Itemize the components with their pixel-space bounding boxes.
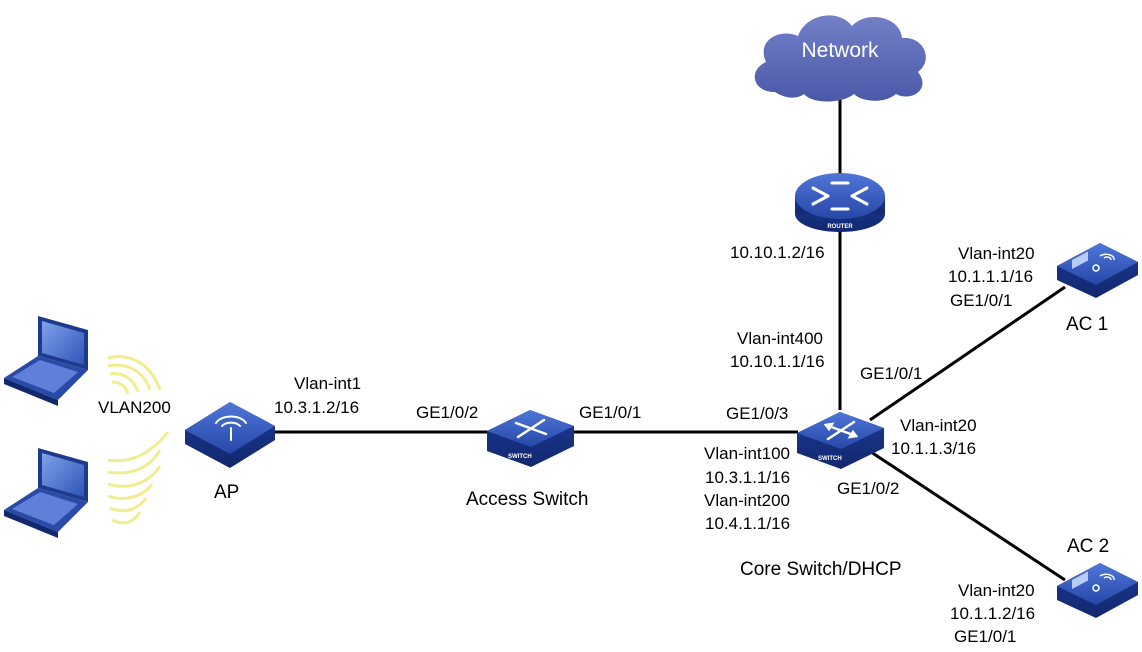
ap-vlan-label: Vlan-int1 (294, 374, 361, 393)
access-switch: SWITCH (487, 410, 574, 467)
ac1-name: AC 1 (1066, 314, 1108, 335)
ac2-ip-label: 10.1.1.2/16 (950, 604, 1035, 623)
access-switch-name: Access Switch (466, 489, 588, 510)
core-port-access-label: GE1/0/3 (726, 404, 788, 423)
ac2-controller (1057, 563, 1138, 618)
router-tag: ROUTER (827, 224, 853, 230)
client-vlan-label: VLAN200 (98, 398, 171, 417)
laptop-icon (4, 448, 88, 538)
ap-ip-label: 10.3.1.2/16 (274, 398, 359, 417)
core-port-ac1-label: GE1/0/1 (860, 364, 922, 383)
ac1-vlan-label: Vlan-int20 (958, 244, 1035, 263)
core-switch-name: Core Switch/DHCP (740, 559, 902, 580)
router-icon: ROUTER (795, 173, 885, 232)
link-core-ac2 (867, 448, 1066, 582)
access-controller-icon (1057, 243, 1138, 298)
cloud-label: Network (801, 39, 879, 62)
access-switch-tag: SWITCH (508, 454, 532, 460)
core-switch-tag: SWITCH (818, 456, 842, 462)
core-ip200-label: 10.4.1.1/16 (705, 514, 790, 533)
ac2-vlan-label: Vlan-int20 (958, 581, 1035, 600)
switch-icon: SWITCH (797, 412, 884, 469)
access-port-core-label: GE1/0/1 (579, 403, 641, 422)
ac1-controller (1057, 243, 1138, 298)
router: ROUTER (795, 173, 885, 232)
router-ip-label: 10.10.1.2/16 (730, 243, 825, 262)
core-port-ac2-label: GE1/0/2 (837, 479, 899, 498)
ap-name: AP (214, 482, 239, 503)
access-controller-icon (1057, 563, 1138, 618)
network-cloud: Network (754, 15, 926, 102)
laptop-icon (4, 316, 88, 406)
ac1-port-label: GE1/0/1 (950, 291, 1012, 310)
core-vlan200-label: Vlan-int200 (704, 491, 790, 510)
core-vlan400-label: Vlan-int400 (737, 329, 823, 348)
laptop-top (4, 316, 88, 406)
ac1-ip-label: 10.1.1.1/16 (948, 267, 1033, 286)
link-core-ac1 (869, 285, 1066, 422)
ac2-name: AC 2 (1067, 536, 1109, 557)
access-point-icon (185, 402, 275, 468)
links (275, 95, 1066, 582)
core-ip100-label: 10.3.1.1/16 (705, 468, 790, 487)
cloud-icon (754, 15, 926, 102)
core-vlan100-label: Vlan-int100 (704, 444, 790, 463)
laptop-bottom (4, 448, 88, 538)
core-switch: SWITCH (797, 412, 884, 469)
wireless-signal-icon (107, 355, 170, 525)
ac2-port-label: GE1/0/1 (954, 627, 1016, 646)
switch-icon: SWITCH (487, 410, 574, 467)
core-ip400-label: 10.10.1.1/16 (730, 352, 825, 371)
core-vlan20-label: Vlan-int20 (900, 416, 977, 435)
core-ip20-label: 10.1.1.3/16 (891, 439, 976, 458)
access-point (185, 402, 275, 468)
labels: 10.10.1.2/16 Vlan-int20 10.1.1.1/16 GE1/… (98, 243, 1109, 646)
access-port-ap-label: GE1/0/2 (416, 403, 478, 422)
